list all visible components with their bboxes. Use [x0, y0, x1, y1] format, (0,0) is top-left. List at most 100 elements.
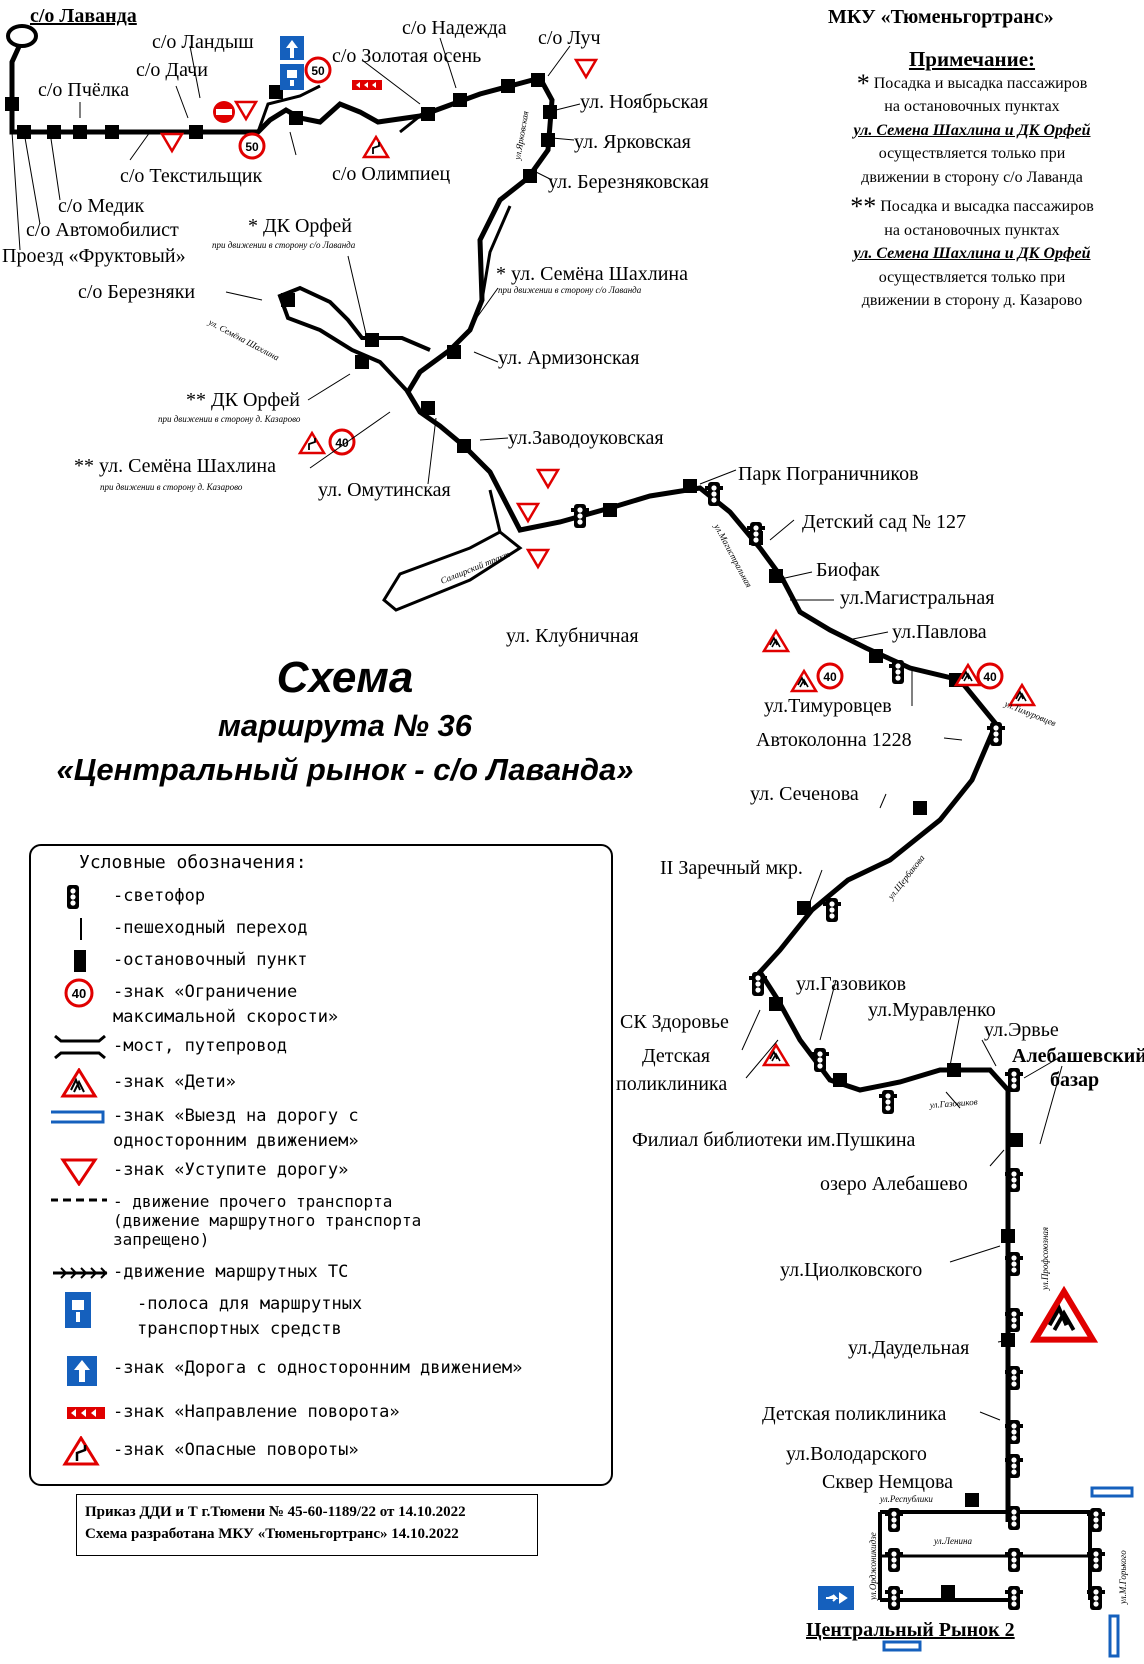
legend-text: -мост, путепровод: [113, 1036, 287, 1056]
lavanda-turnaround: [6, 24, 38, 48]
street-gazovikov: ул.Газовиков: [928, 1097, 978, 1110]
orfey-loop: [277, 285, 431, 394]
stop-label-daudelnaya: ул.Даудельная: [848, 1337, 969, 1359]
legend-text: -знак «Уступите дорогу»: [113, 1160, 349, 1180]
title-line-3: «Центральный рынок - с/о Лаванда»: [56, 752, 634, 787]
stop-label-tekstilshchik: с/о Текстильщик: [120, 165, 263, 187]
stop-label-ervye: ул.Эрвье: [984, 1019, 1059, 1041]
stop-label-medik: с/о Медик: [58, 195, 144, 217]
route-arrows-icon: [53, 1267, 108, 1279]
turn-direction-icon: [67, 1407, 105, 1419]
stop-label-zarechny: II Заречный мкр.: [660, 857, 803, 879]
stop-note-dk-orfey-2: при движении в сторону д. Казарово: [158, 414, 301, 424]
street-gorkogo: ул.М.Горького: [1118, 1550, 1128, 1605]
speed-limit-sign: 40: [816, 662, 844, 690]
svg-text:40: 40: [72, 986, 86, 1001]
note-stops: ул. Семена Шахлина и ДК Орфей: [853, 245, 1091, 262]
stop-label-det-poliklinika-2: Детская поликлиника: [762, 1403, 946, 1425]
stop-label-tsiolkovskogo: ул.Циолковского: [780, 1259, 922, 1281]
speed-limit-sign: 50: [304, 56, 332, 84]
legend-text: -остановочный пункт: [113, 950, 308, 970]
speed-limit-sign: 40: [976, 662, 1004, 690]
dangerous-turns-icon: [62, 1436, 100, 1466]
dashed-line-icon: [51, 1198, 107, 1202]
legend-text: -знак «Дети»: [113, 1072, 236, 1092]
stop-label-bereznyakovskaya: ул. Березняковская: [548, 171, 709, 193]
legend: Условные обозначения: -светофор -пешеход…: [29, 844, 613, 1486]
traffic-light-icon: [67, 885, 79, 909]
stop-label-shakhlina-1: * ул. Семёна Шахлина: [496, 263, 688, 285]
stop-label-det-poliklinika-1a: Детская: [642, 1045, 710, 1067]
footer-order: Приказ ДДИ и Т г.Тюмени № 45-60-1189/22 …: [76, 1494, 538, 1556]
yield-sign-icon: [60, 1158, 98, 1186]
legend-text: -полоса для маршрутных транспортных сред…: [137, 1294, 363, 1339]
stop-label-muravlenko: ул.Муравленко: [868, 999, 996, 1021]
one-way-exit-sign: [882, 1640, 922, 1652]
svg-text:50: 50: [311, 64, 325, 78]
note-2: ** Посадка и высадка пассажиров на остан…: [812, 194, 1132, 313]
stop-label-biofak: Биофак: [816, 559, 880, 581]
one-way-exit-sign: [1090, 1486, 1134, 1498]
legend-text: -знак «Опасные повороты»: [113, 1440, 359, 1460]
note-stops: ул. Семена Шахлина и ДК Орфей: [853, 121, 1091, 139]
legend-text: -знак «Выезд на дорогу с односторонним д…: [113, 1106, 359, 1151]
bus-lane-sign: [280, 64, 304, 90]
stop-label-fruktovy: Проезд «Фруктовый»: [2, 245, 186, 267]
turn-direction-sign: [352, 80, 382, 90]
stop-label-shakhlina-2: ** ул. Семёна Шахлина: [74, 455, 276, 477]
street-ordzhonikidze: ул.Орджоникидзе: [868, 1532, 878, 1601]
note-text: на остановочных пунктах: [884, 98, 1060, 115]
legend-heading: Условные обозначения:: [79, 852, 307, 873]
children-sign-large: [1035, 1292, 1093, 1340]
stop-label-landysh: с/о Ландыш: [152, 31, 254, 53]
stop-label-skver-nemtsova: Сквер Немцова: [822, 1471, 953, 1493]
stop-label-det-poliklinika-1b: поликлиника: [616, 1073, 727, 1095]
street-lenina: ул.Ленина: [933, 1536, 972, 1546]
svg-text:50: 50: [245, 140, 259, 154]
bridge-icon: [54, 1034, 106, 1060]
speed-limit-icon: 40: [64, 978, 94, 1008]
stop-note-dk-orfey-1: при движении в сторону с/о Лаванда: [212, 240, 356, 250]
bus-lane-icon: [65, 1292, 91, 1328]
footer-line-1: Приказ ДДИ и Т г.Тюмени № 45-60-1189/22 …: [85, 1504, 466, 1520]
note-text: на остановочных пунктах: [884, 221, 1060, 239]
legend-text: -движение маршрутных ТС: [113, 1262, 349, 1282]
stop-label-pchelka: с/о Пчёлка: [38, 79, 129, 101]
one-way-exit-sign: [1108, 1614, 1120, 1658]
stop-label-magistralnaya: ул.Магистральная: [840, 587, 994, 609]
street-yarkovskaya: ул.Ярковская: [512, 110, 531, 161]
stop-label-yarkovskaya: ул. Ярковская: [574, 131, 691, 153]
route-line: [9, 38, 1011, 1522]
stop-label-detsad-127: Детский сад № 127: [802, 511, 966, 533]
stop-label-volodarskogo: ул.Володарского: [786, 1443, 927, 1465]
organization-name: МКУ «Тюменьгортранс»: [828, 6, 1054, 28]
stop-label-alebashevsky: Алебашевский: [1012, 1045, 1144, 1067]
one-way-sign: [280, 36, 304, 60]
stop-label-zavodoukovskaya: ул.Заводоуковская: [508, 427, 664, 449]
note-marker: *: [856, 68, 870, 98]
legend-text: -знак «Направление поворота»: [113, 1402, 400, 1422]
stop-note-shakhlina-2: при движении в сторону д. Казарово: [100, 482, 243, 492]
note-text: осуществляется только при: [878, 145, 1066, 162]
legend-text: -пешеходный переход: [113, 918, 308, 938]
stop-label-luch: с/о Луч: [538, 27, 601, 49]
footer-line-2: Схема разработана МКУ «Тюменьгортранс» 1…: [85, 1526, 459, 1542]
children-sign-icon: [60, 1068, 98, 1098]
stop-label-alebashevsky-bazar: базар: [1050, 1069, 1099, 1091]
stop-label-armizonskaya: ул. Армизонская: [498, 347, 639, 369]
legend-text: -знак «Ограничение максимальной скорости…: [113, 982, 339, 1027]
stop-label-park-pogranichnikov: Парк Пограничников: [738, 463, 919, 485]
stop-label-timurovtsev: ул.Тимуровцев: [764, 695, 892, 717]
stop-label-filial-pushkina: Филиал библиотеки им.Пушкина: [632, 1129, 916, 1151]
stop-label-omutinskaya: ул. Омутинская: [318, 479, 451, 501]
one-way-exit-icon: [51, 1110, 105, 1124]
bus-stop-icon: [74, 950, 86, 972]
speed-limit-sign: 40: [328, 428, 356, 456]
stop-label-sk-zdorovye: СК Здоровье: [620, 1011, 729, 1033]
stop-label-ozero-alebashevo: озеро Алебашево: [820, 1173, 968, 1195]
route-line-bypass: [256, 84, 1090, 1558]
notes-heading: Примечание:: [908, 47, 1036, 71]
notes-block: Примечание: * Посадка и высадка пассажир…: [812, 47, 1132, 313]
svg-text:40: 40: [335, 436, 349, 450]
stop-label-dk-orfey-1: * ДК Орфей: [248, 215, 352, 237]
